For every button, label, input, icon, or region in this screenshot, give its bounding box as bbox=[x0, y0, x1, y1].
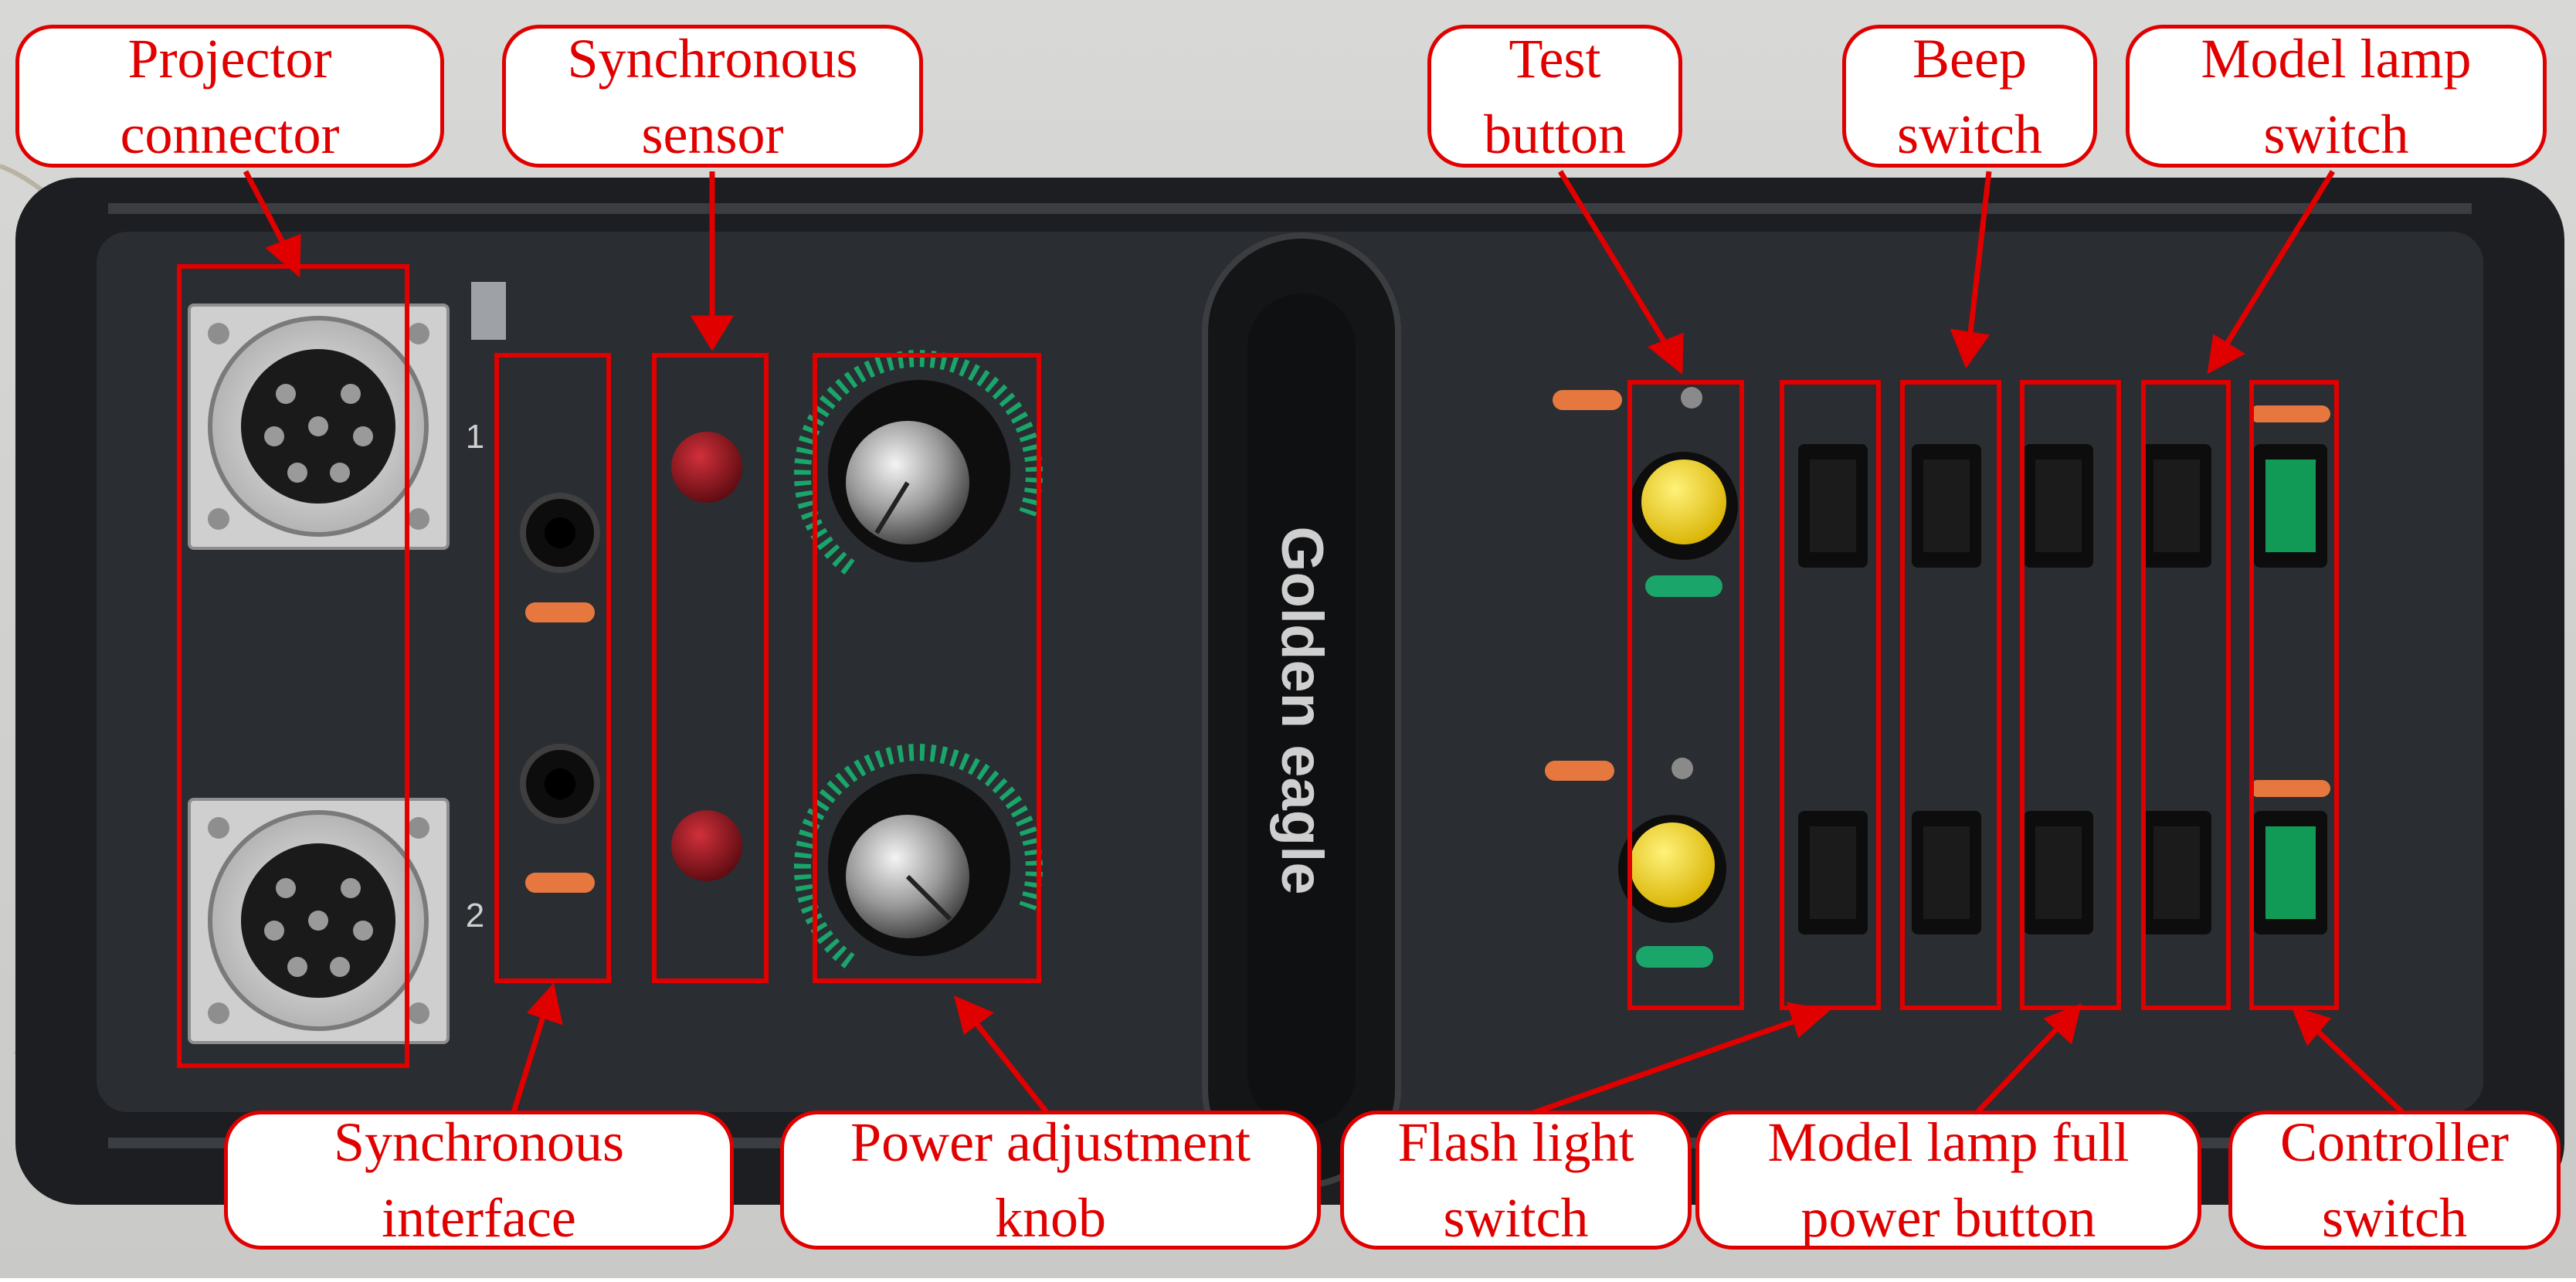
callout-beep-switch: Beep switch bbox=[1842, 25, 2097, 168]
channel-label-2: 2 bbox=[466, 897, 484, 934]
test-button-1 bbox=[1630, 452, 1738, 597]
box-model-lamp-switch bbox=[2141, 380, 2231, 1010]
box-synchronous-sensor bbox=[652, 353, 769, 983]
callout-beep-switch-line1: Beep bbox=[1912, 27, 2027, 90]
callout-projector-connector-line2: connector bbox=[120, 103, 340, 165]
test-button-2 bbox=[1618, 815, 1726, 968]
callout-synchronous-interface: Synchronous interface bbox=[224, 1111, 734, 1250]
box-power-knob bbox=[813, 353, 1041, 983]
callout-synchronous-sensor: Synchronous sensor bbox=[502, 25, 923, 168]
callout-controller-switch: Controller switch bbox=[2228, 1111, 2561, 1250]
callout-power-adjustment-knob-line1: Power adjustment bbox=[850, 1111, 1251, 1173]
ready-tag-2 bbox=[1545, 761, 1614, 781]
callout-synchronous-sensor-line2: sensor bbox=[641, 103, 784, 165]
channel-label-1: 1 bbox=[466, 418, 484, 456]
callout-model-lamp-switch-line1: Model lamp bbox=[2201, 27, 2472, 90]
callout-power-adjustment-knob: Power adjustment knob bbox=[780, 1111, 1321, 1250]
callout-synchronous-sensor-line1: Synchronous bbox=[567, 27, 858, 90]
callout-synchronous-interface-line2: interface bbox=[382, 1187, 576, 1249]
brand-text: Golden eagle bbox=[1269, 526, 1335, 894]
callout-beep-switch-line2: switch bbox=[1897, 103, 2042, 165]
callout-flash-light-switch: Flash light switch bbox=[1340, 1111, 1692, 1250]
callout-model-lamp-switch: Model lamp switch bbox=[2126, 25, 2547, 168]
callout-test-button-line2: button bbox=[1483, 103, 1626, 165]
callout-model-lamp-switch-line2: switch bbox=[2263, 103, 2409, 165]
callout-synchronous-interface-line1: Synchronous bbox=[334, 1111, 624, 1173]
rocker-switches bbox=[1798, 444, 2211, 934]
callout-projector-connector: Projector connector bbox=[15, 25, 444, 168]
callout-flash-light-switch-line1: Flash light bbox=[1397, 1111, 1634, 1173]
callout-arrows bbox=[243, 170, 2405, 1127]
projector-connector-2 bbox=[188, 798, 450, 1044]
callout-test-button: Test button bbox=[1427, 25, 1682, 168]
callout-flash-light-switch-line2: switch bbox=[1443, 1187, 1589, 1249]
callout-model-lamp-full-power-button-line2: power button bbox=[1800, 1187, 2096, 1249]
box-test-button bbox=[1627, 380, 1744, 1010]
power-knob-2 bbox=[793, 744, 1043, 968]
box-flash-light-switch bbox=[1780, 380, 1881, 1010]
synchronous-sensors bbox=[671, 432, 742, 881]
controller-power-switches bbox=[2249, 405, 2330, 934]
box-beep-switch bbox=[1900, 380, 2001, 1010]
synchronous-interface-jacks bbox=[520, 493, 600, 893]
callout-controller-switch-line1: Controller bbox=[2280, 1111, 2509, 1173]
box-synchronous-interface bbox=[494, 353, 611, 983]
callout-power-adjustment-knob-line2: knob bbox=[995, 1187, 1106, 1249]
callout-model-lamp-full-power-button: Model lamp full power button bbox=[1695, 1111, 2201, 1250]
ready-tag-1 bbox=[1553, 390, 1622, 410]
callout-projector-connector-line1: Projector bbox=[127, 27, 332, 90]
power-knob-1 bbox=[793, 350, 1043, 575]
callout-test-button-line1: Test bbox=[1509, 27, 1601, 90]
callout-controller-switch-line2: switch bbox=[2322, 1187, 2467, 1249]
projector-connector-1 bbox=[188, 304, 450, 550]
callout-model-lamp-full-power-button-line1: Model lamp full bbox=[1767, 1111, 2130, 1173]
